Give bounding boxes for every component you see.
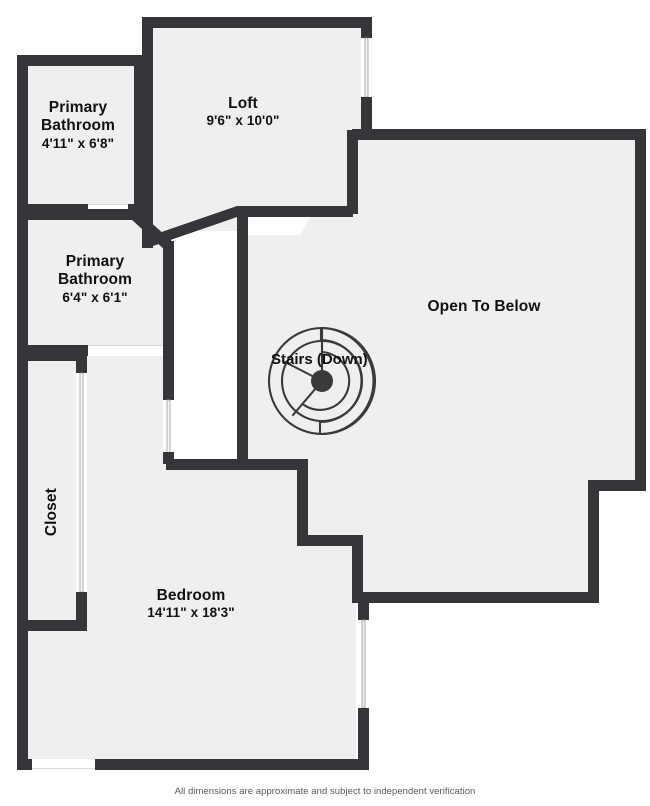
window-bedroom-right-mullion <box>361 619 366 709</box>
wall-group <box>17 17 646 770</box>
wall-closet-left <box>17 350 28 640</box>
wall-loft-right-upper <box>361 17 372 38</box>
room-fill-primary-bathroom-2 <box>17 213 170 350</box>
wall-otb-step-vertical-2 <box>352 535 363 603</box>
wall-closet-right-lower <box>76 592 87 630</box>
wall-otb-bottom <box>360 592 599 603</box>
room-fill-loft <box>142 17 367 231</box>
stairs-down-label: Stairs (Down) <box>271 351 368 368</box>
door-threshold-pb2 <box>88 345 163 346</box>
wall-bedroom-divider-lower-stub <box>163 452 174 464</box>
room-fill-bedroom <box>17 356 356 765</box>
wall-otb-right <box>635 129 646 485</box>
wall-pb1-top <box>17 55 145 66</box>
wall-pb1-left <box>17 55 28 215</box>
wall-loft-bottom <box>237 206 353 217</box>
wall-closet-right-upper <box>76 350 87 373</box>
door-threshold-bedroom-bottom <box>32 768 95 769</box>
closet-door-panel <box>79 372 84 593</box>
wall-bedroom-divider-vertical <box>163 356 174 400</box>
wall-bedroom-right-upper <box>358 592 369 620</box>
wall-loft-diagonal <box>147 206 240 246</box>
wall-pb2-left <box>17 209 28 356</box>
wall-otb-notch-top <box>588 480 646 491</box>
door-opening-pb2-bottom[interactable] <box>88 345 163 356</box>
room-fill-group <box>17 17 641 765</box>
wall-otb-left-lower-horizontal <box>166 459 308 470</box>
wall-bedroom-right-lower <box>358 708 369 770</box>
wall-loft-top <box>142 17 372 28</box>
wall-loft-inner-right <box>347 130 358 214</box>
wall-bedroom-closet-connector <box>17 350 77 361</box>
room-fill-primary-bathroom-1 <box>17 55 137 209</box>
wall-otb-notch-vertical <box>588 480 599 602</box>
wall-bedroom-bottom-left-corner <box>17 759 32 770</box>
wall-loft-right-lower <box>361 97 372 133</box>
wall-pb2-bottom-right <box>163 345 174 356</box>
door-threshold-pb1 <box>88 204 128 205</box>
wall-otb-step-vertical <box>297 459 308 545</box>
wall-pb2-right <box>163 241 174 356</box>
spiral-staircase-icon <box>267 326 377 436</box>
wall-otb-step-horizontal <box>297 535 363 546</box>
window-loft-right-mullion <box>364 37 369 98</box>
wall-bedroom-bottom-main <box>95 759 369 770</box>
room-fill-open-to-below <box>237 133 641 601</box>
spiral-staircase-hub <box>311 370 333 392</box>
wall-otb-top <box>352 129 646 140</box>
door-opening-bedroom-bottom[interactable] <box>32 759 95 770</box>
wall-closet-bottom <box>17 620 87 631</box>
footer-disclaimer: All dimensions are approximate and subje… <box>174 786 476 797</box>
wall-loft-left-stub <box>142 226 153 248</box>
wall-loft-left <box>142 17 153 237</box>
wall-pb1-right <box>134 55 145 215</box>
wall-bedroom-left <box>17 620 28 770</box>
wall-otb-left-upper <box>237 212 248 470</box>
bedroom-door-panel-upper <box>166 399 171 456</box>
wall-pb2-top <box>17 209 145 220</box>
